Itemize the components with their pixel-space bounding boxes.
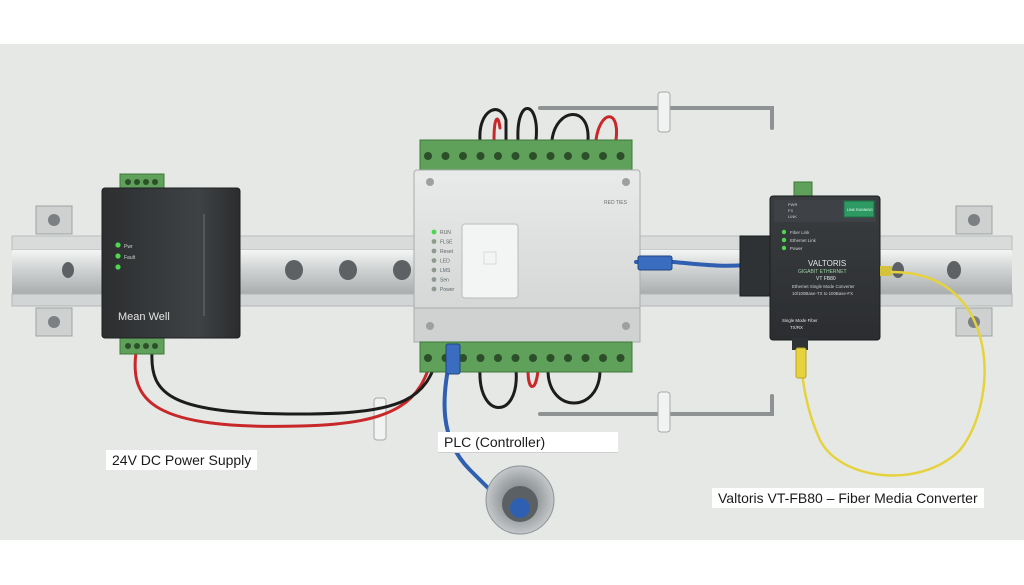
fmc-small-label-pwr: PWR — [788, 202, 797, 207]
terminal-screw — [599, 354, 607, 362]
terminal-screw — [564, 354, 572, 362]
terminal-screw — [441, 152, 450, 160]
terminal-screw — [546, 354, 555, 362]
terminal-screw — [511, 354, 520, 362]
fmc-small-label-link: LINK — [788, 214, 797, 219]
terminal-screw — [529, 152, 537, 160]
terminal-screw — [616, 354, 625, 362]
terminal-screw — [459, 354, 467, 362]
plc-status-led — [431, 258, 437, 263]
caption-plc: PLC (Controller) — [438, 432, 618, 453]
terminal-screw — [494, 152, 502, 160]
plc-status-label: Sen — [440, 278, 449, 284]
fmc-green-badge: LINK RUNNING — [847, 208, 873, 212]
caption-fiber-converter: Valtoris VT-FB80 – Fiber Media Converter — [712, 488, 984, 508]
plc-status-led — [431, 229, 437, 235]
fmc-brand-line-1: VALTORIS — [808, 259, 846, 268]
terminal-screw — [564, 152, 572, 160]
plc-status-led — [431, 248, 437, 254]
fmc-model-line-3: Single Mode Fiber — [782, 318, 818, 323]
wire-guides — [538, 106, 774, 416]
caption-power-supply: 24V DC Power Supply — [106, 450, 258, 470]
fmc-led-label-power: Power — [790, 246, 803, 251]
plc-status-label: FLSE — [440, 240, 453, 246]
terminal-screw — [476, 152, 485, 160]
terminal-screw — [581, 354, 590, 362]
fmc-led-label-ethernet: Ethernet Link — [790, 238, 817, 243]
psu-brand-label: Mean Well — [118, 311, 170, 323]
psu-led-label-fault: Fault — [124, 255, 136, 261]
terminal-screw — [511, 152, 520, 160]
terminal-screw — [424, 354, 432, 362]
terminal-screw — [546, 152, 555, 160]
plc-status-label: RUN — [440, 230, 451, 236]
terminal-screw — [599, 152, 607, 160]
plc-status-led — [431, 286, 437, 292]
fmc-led-label-fiber: Fiber Link — [790, 230, 810, 235]
terminal-screw — [459, 152, 467, 160]
psu-led-label-pwr: Pwr — [124, 244, 133, 250]
terminal-screw — [476, 354, 485, 362]
plc-status-label: Power — [440, 287, 455, 293]
plc-status-led — [431, 239, 437, 244]
power-supply: Pwr Fault Mean Well — [101, 173, 241, 355]
terminal-screw — [616, 152, 625, 160]
plc-status-label: Reset — [440, 249, 454, 255]
terminal-screw — [581, 152, 590, 160]
fmc-model-line-2: 10/100Base-TX to 100Base-FX — [792, 291, 853, 296]
terminal-screw — [529, 354, 537, 362]
terminal-screw — [424, 152, 432, 160]
terminal-screw — [494, 354, 502, 362]
cable-gland — [485, 465, 555, 535]
fmc-brand-line-2: GIGABIT ETHERNET — [798, 269, 847, 275]
fmc-small-label-fx: FX — [788, 208, 793, 213]
fiber-media-converter: PWR FX LINK LINK RUNNING Fiber Link Ethe… — [739, 181, 892, 350]
fmc-brand-line-3: VT FB80 — [816, 276, 836, 282]
plc-status-label: LED — [440, 259, 450, 265]
fmc-model-line-1: Ethernet Single Mode Converter — [792, 284, 855, 289]
plc-status-led — [431, 267, 437, 273]
plc-top-label: RED TIES — [604, 200, 628, 206]
plc-status-led — [431, 277, 437, 282]
plc-status-label: LMS — [440, 268, 451, 274]
wiring — [133, 107, 619, 428]
fiber-patch-cable — [798, 270, 986, 477]
fmc-model-line-4: TX/RX — [790, 325, 803, 330]
